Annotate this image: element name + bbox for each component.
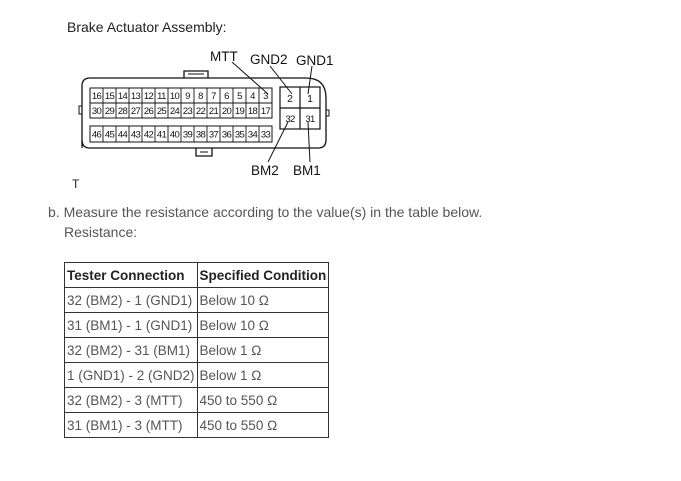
pin-8-label: 8 [198, 91, 203, 102]
gnd2-leader [269, 65, 293, 95]
header-tester-connection: Tester Connection [64, 262, 198, 288]
pin-25-label: 25 [157, 106, 167, 117]
mtt-label: MTT [210, 49, 238, 64]
large-pin-block: 2 1 32 31 [279, 86, 321, 130]
specified-condition-cell: 450 to 550 Ω [196, 387, 330, 413]
pin-13-label: 13 [131, 91, 141, 102]
pin-29-label: 29 [105, 106, 115, 117]
pin-26-label: 26 [144, 106, 154, 117]
pin-2-label: 2 [287, 93, 293, 105]
specified-condition-cell: Below 10 Ω [196, 312, 330, 338]
pin-15-label: 15 [105, 91, 115, 102]
tester-connection-cell: 32 (BM2) - 1 (GND1) [64, 287, 198, 313]
bm1-label: BM1 [293, 163, 321, 176]
pin-23-label: 23 [183, 106, 193, 117]
pin-9-label: 9 [185, 91, 190, 102]
pin-35-label: 35 [235, 130, 245, 141]
left-tab [78, 105, 83, 115]
bm2-leader [267, 121, 289, 163]
pin-27-label: 27 [131, 106, 141, 117]
pin-10-label: 10 [170, 91, 180, 102]
pin-3-label: 3 [263, 91, 268, 102]
gnd2-label: GND2 [250, 52, 288, 67]
right-tab [325, 109, 330, 117]
table-row: 31 (BM1) - 1 (GND1) Below 10 Ω [64, 312, 330, 338]
specified-condition-cell: Below 1 Ω [196, 337, 330, 363]
pin-20-label: 20 [222, 106, 232, 117]
pin-21-label: 21 [209, 106, 219, 117]
pin-43-label: 43 [131, 130, 141, 141]
table-row: 31 (BM1) - 3 (MTT) 450 to 550 Ω [64, 412, 330, 438]
pin-7-label: 7 [211, 91, 216, 102]
table-row: 32 (BM2) - 31 (BM1) Below 1 Ω [64, 337, 330, 363]
pin-1-label: 1 [307, 93, 313, 105]
table-row: 32 (BM2) - 3 (MTT) 450 to 550 Ω [64, 387, 330, 413]
bottom-latch [195, 148, 213, 157]
resistance-subtitle: Resistance: [64, 224, 138, 240]
pin-22-label: 22 [196, 106, 206, 117]
pin-31-label: 31 [305, 114, 315, 125]
resistance-table: Tester Connection Specified Condition 32… [64, 262, 330, 438]
pin-46-label: 46 [92, 130, 102, 141]
specified-condition-cell: Below 1 Ω [196, 362, 330, 388]
bm2-label: BM2 [251, 163, 279, 176]
top-latch [183, 70, 209, 78]
diagram-title: Brake Actuator Assembly: [67, 19, 227, 35]
specified-condition-cell: 450 to 550 Ω [196, 412, 330, 438]
pin-14-label: 14 [118, 91, 128, 102]
pin-40-label: 40 [170, 130, 180, 141]
pin-36-label: 36 [222, 130, 232, 141]
pin-18-label: 18 [248, 106, 258, 117]
side-mark: T [72, 177, 80, 191]
pin-30-label: 30 [92, 106, 102, 117]
pin-17-label: 17 [261, 106, 271, 117]
tester-connection-cell: 31 (BM1) - 3 (MTT) [64, 412, 198, 438]
bm1-leader [307, 121, 311, 163]
gnd1-label: GND1 [296, 53, 334, 68]
pin-6-label: 6 [224, 91, 229, 102]
pin-24-label: 24 [170, 106, 180, 117]
pin-41-label: 41 [157, 130, 167, 141]
pin-12-label: 12 [144, 91, 154, 102]
table-header-row: Tester Connection Specified Condition [64, 262, 330, 288]
table-row: 32 (BM2) - 1 (GND1) Below 10 Ω [64, 287, 330, 313]
pin-38-label: 38 [196, 130, 206, 141]
pin-32-label: 32 [285, 114, 295, 125]
pin-11-label: 11 [157, 91, 166, 102]
tester-connection-cell: 1 (GND1) - 2 (GND2) [64, 362, 198, 388]
pin-42-label: 42 [144, 130, 154, 141]
connector-housing [81, 77, 327, 149]
pin-44-label: 44 [118, 130, 128, 141]
tester-connection-cell: 31 (BM1) - 1 (GND1) [64, 312, 198, 338]
pin-5-label: 5 [237, 91, 242, 102]
specified-condition-cell: Below 10 Ω [196, 287, 330, 313]
gnd1-leader [307, 65, 313, 95]
tester-connection-cell: 32 (BM2) - 31 (BM1) [64, 337, 198, 363]
pin-37-label: 37 [209, 130, 219, 141]
pin-33-label: 33 [261, 130, 271, 141]
mtt-leader [231, 61, 269, 95]
pin-45-label: 45 [105, 130, 115, 141]
tester-connection-cell: 32 (BM2) - 3 (MTT) [64, 387, 198, 413]
table-row: 1 (GND1) - 2 (GND2) Below 1 Ω [64, 362, 330, 388]
pin-34-label: 34 [248, 130, 258, 141]
pin-4-label: 4 [250, 91, 255, 102]
step-text: b. Measure the resistance according to t… [48, 204, 483, 220]
pin-39-label: 39 [183, 130, 193, 141]
pin-19-label: 19 [235, 106, 245, 117]
header-specified-condition: Specified Condition [196, 262, 330, 288]
pin-28-label: 28 [118, 106, 128, 117]
pin-16-label: 16 [92, 91, 102, 102]
